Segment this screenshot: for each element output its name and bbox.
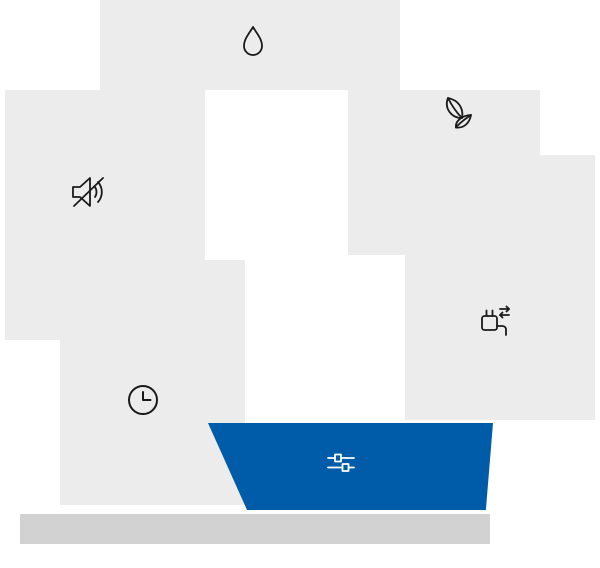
clock-icon [128,385,158,415]
eco-leaves-icon [446,97,472,129]
speaker-mute-icon [72,177,104,207]
tile-timer[interactable] [60,260,245,505]
tile-water[interactable] [100,0,400,90]
water-drop-icon [243,26,263,56]
plug-swap-icon [481,305,510,336]
tile-plug[interactable] [405,155,595,420]
tile-settings-accent[interactable] [208,423,493,510]
sliders-icon [327,453,355,472]
bottom-bar [20,514,490,544]
